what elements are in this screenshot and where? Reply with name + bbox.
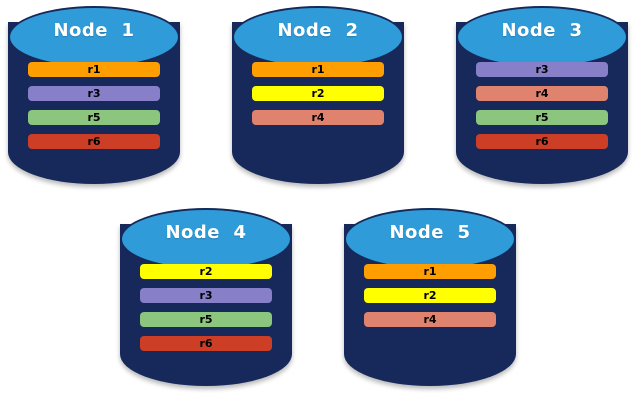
cylinder-top-ellipse	[232, 6, 404, 68]
database-node[interactable]: Node 2 r1 r2 r4	[228, 4, 408, 194]
cylinder-top-ellipse	[344, 208, 516, 270]
record-bar[interactable]: r1	[252, 62, 384, 77]
record-bar[interactable]: r1	[28, 62, 160, 77]
database-node[interactable]: Node 5 r1 r2 r4	[340, 206, 520, 396]
node-label: Node 1	[53, 20, 135, 41]
record-bar[interactable]: r4	[476, 86, 608, 101]
record-list: r1 r2 r4	[364, 264, 496, 327]
record-bar[interactable]: r6	[476, 134, 608, 149]
record-list: r2 r3 r5 r6	[140, 264, 272, 351]
record-bar[interactable]: r3	[28, 86, 160, 101]
record-bar[interactable]: r4	[252, 110, 384, 125]
record-bar[interactable]: r2	[252, 86, 384, 101]
record-bar[interactable]: r2	[364, 288, 496, 303]
record-bar[interactable]: r5	[28, 110, 160, 125]
record-bar[interactable]: r6	[140, 336, 272, 351]
record-bar[interactable]: r5	[476, 110, 608, 125]
node-label: Node 3	[501, 20, 583, 41]
record-list: r1 r2 r4	[252, 62, 384, 125]
database-node[interactable]: Node 4 r2 r3 r5 r6	[116, 206, 296, 396]
record-bar[interactable]: r3	[476, 62, 608, 77]
record-bar[interactable]: r2	[140, 264, 272, 279]
record-bar[interactable]: r6	[28, 134, 160, 149]
node-label: Node 2	[277, 20, 359, 41]
record-bar[interactable]: r4	[364, 312, 496, 327]
database-node[interactable]: Node 1 r1 r3 r5 r6	[4, 4, 184, 194]
record-bar[interactable]: r1	[364, 264, 496, 279]
database-node[interactable]: Node 3 r3 r4 r5 r6	[452, 4, 632, 194]
cylinder-top-ellipse	[8, 6, 180, 68]
record-list: r1 r3 r5 r6	[28, 62, 160, 149]
record-list: r3 r4 r5 r6	[476, 62, 608, 149]
record-bar[interactable]: r5	[140, 312, 272, 327]
record-bar[interactable]: r3	[140, 288, 272, 303]
node-label: Node 5	[389, 222, 471, 243]
node-label: Node 4	[165, 222, 247, 243]
